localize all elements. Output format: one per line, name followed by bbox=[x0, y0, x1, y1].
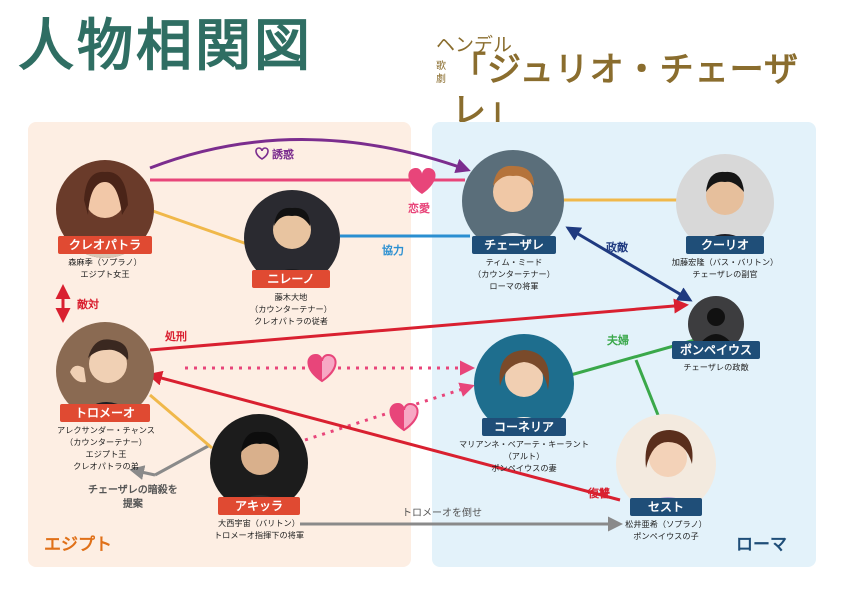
tolomeo-name-tag: トロメーオ bbox=[60, 404, 150, 422]
cleopatra-desc: 森麻季（ソプラノ）エジプト女王 bbox=[36, 256, 174, 280]
relation-overthrow: トロメーオを倒せ bbox=[402, 504, 482, 519]
line-cleopatra-nireno bbox=[150, 210, 250, 245]
line-achilla-cornelia-love bbox=[305, 386, 472, 440]
pompeo-name-tag: ポンペイウス bbox=[672, 341, 760, 359]
sesto-desc: 松井亜希（ソプラノ）ポンペイウスの子 bbox=[598, 518, 734, 542]
curio-desc: 加藤宏隆（バス・バリトン）チェーザレの副官 bbox=[656, 256, 794, 280]
relation-married: 夫婦 bbox=[607, 332, 629, 348]
cesare-name-tag: チェーザレ bbox=[472, 236, 556, 254]
love-heart-icon bbox=[408, 168, 435, 194]
cornelia-desc: マリアンネ・ベアーテ・キーラント（アルト）ポンペイウスの妻 bbox=[444, 438, 604, 474]
sesto-name-tag: セスト bbox=[630, 498, 702, 516]
curio-name-tag: クーリオ bbox=[686, 236, 764, 254]
relation-seduction: 誘惑 bbox=[272, 146, 294, 162]
pompeo-desc: チェーザレの政敵 bbox=[650, 361, 782, 373]
small-heart-icon bbox=[256, 148, 268, 159]
tolomeo-desc: アレクサンダー・チャンス（カウンターテナー）エジプト王クレオパトラの弟 bbox=[36, 424, 176, 472]
achilla-name-tag: アキッラ bbox=[218, 497, 300, 515]
love-heart-icon bbox=[390, 404, 417, 430]
nireno-desc: 藤木大地（カウンターテナー）クレオパトラの従者 bbox=[222, 291, 360, 327]
relation-revenge: 復讐 bbox=[588, 485, 610, 501]
relation-execution: 処刑 bbox=[165, 328, 187, 344]
cornelia-name-tag: コーネリア bbox=[482, 418, 566, 436]
relation-cooperation: 協力 bbox=[382, 242, 404, 258]
cesare-desc: ティム・ミード（カウンターテナー）ローマの将軍 bbox=[444, 256, 584, 292]
nireno-name-tag: ニレーノ bbox=[252, 270, 330, 288]
achilla-desc: 大西宇宙（バリトン）トロメーオ指揮下の将軍 bbox=[190, 517, 328, 541]
line-seduction bbox=[150, 139, 468, 170]
relation-love: 恋愛 bbox=[408, 200, 430, 216]
love-heart-icon bbox=[308, 355, 335, 381]
relation-enemy: 政敵 bbox=[606, 239, 628, 255]
cleopatra-name-tag: クレオパトラ bbox=[58, 236, 152, 254]
relation-rivals: 敵対 bbox=[77, 296, 99, 312]
relation-assassination: チェーザレの暗殺を 提案 bbox=[88, 484, 178, 512]
